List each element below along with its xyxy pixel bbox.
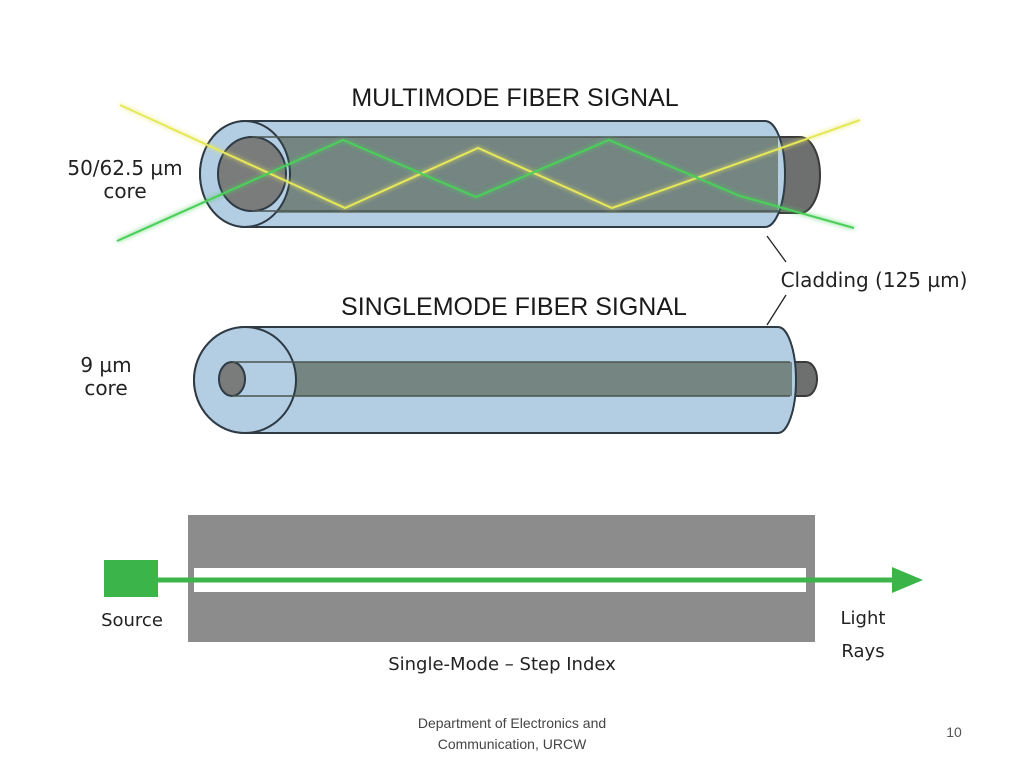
page-number: 10 xyxy=(946,724,962,740)
footer-line2: Communication, URCW xyxy=(437,736,587,752)
singlemode-fiber xyxy=(193,326,818,434)
light-label-line2: Rays xyxy=(841,641,884,662)
step-index-caption: Single-Mode – Step Index xyxy=(388,654,616,675)
light-ray-arrowhead xyxy=(892,567,923,593)
singlemode-title: SINGLEMODE FIBER SIGNAL xyxy=(341,293,687,321)
footer-line1: Department of Electronics and xyxy=(417,715,607,731)
multimode-core-face xyxy=(217,136,287,212)
source-label: Source xyxy=(101,610,163,631)
multimode-rays xyxy=(116,104,861,242)
multimode-fiber xyxy=(199,120,821,228)
green-ray xyxy=(116,138,855,242)
singlemode-core-label-line2: core xyxy=(84,376,127,400)
multimode-core-label-line2: core xyxy=(103,179,146,203)
source-block xyxy=(104,560,158,597)
cladding-label: Cladding (125 µm) xyxy=(781,268,968,292)
multimode-core-label-line1: 50/62.5 µm xyxy=(67,156,182,180)
multimode-title: MULTIMODE FIBER SIGNAL xyxy=(351,84,678,112)
multimode-core xyxy=(248,137,778,213)
cladding-leader-top xyxy=(766,235,787,263)
cladding-leader-bottom xyxy=(766,294,787,326)
light-label-line1: Light xyxy=(841,608,886,629)
singlemode-core-label-line1: 9 µm xyxy=(80,353,131,377)
footer: Department of Electronics and Communicat… xyxy=(381,713,643,755)
